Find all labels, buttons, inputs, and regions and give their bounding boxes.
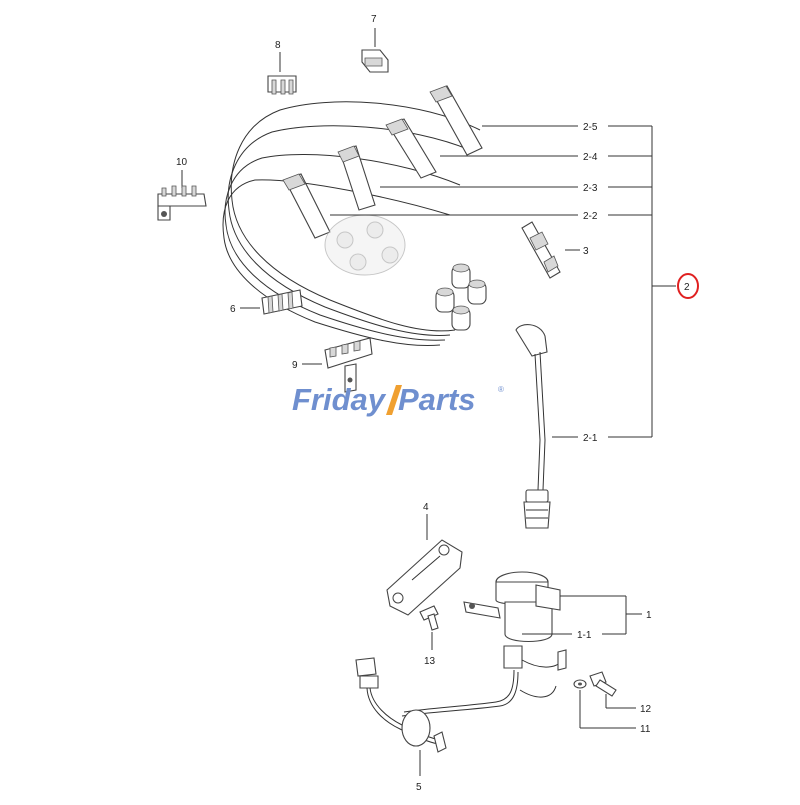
label-11: 11: [640, 724, 651, 735]
label-2-2: 2-2: [583, 211, 598, 222]
ignition-wire-set: [222, 85, 487, 346]
label-6: 6: [230, 304, 236, 315]
watermark-friday: Friday: [292, 382, 387, 417]
clip-part-6: [240, 289, 303, 315]
label-8: 8: [275, 40, 281, 51]
watermark-reg: ®: [498, 385, 504, 394]
label-12: 12: [640, 704, 652, 715]
boot-2-3: [337, 145, 376, 211]
watermark-parts: Parts: [398, 382, 476, 417]
label-13: 13: [424, 656, 436, 667]
boot-2-5: [429, 85, 483, 156]
label-7: 7: [371, 14, 377, 25]
label-10: 10: [176, 157, 188, 168]
label-1: 1: [646, 610, 652, 621]
label-3: 3: [583, 246, 589, 257]
callout-1-bracket: [522, 596, 642, 635]
watermark-slash-icon: [386, 385, 402, 415]
label-2-1: 2-1: [583, 433, 598, 444]
distributor-cap: [324, 214, 406, 276]
watermark: Friday Parts ®: [292, 382, 504, 417]
boot-2-4: [385, 118, 437, 179]
label-2-3: 2-3: [583, 183, 598, 194]
label-2-4: 2-4: [583, 152, 598, 163]
label-9: 9: [292, 360, 298, 371]
callout-2-bracket: [330, 125, 676, 438]
label-2-5: 2-5: [583, 122, 598, 133]
label-4: 4: [423, 502, 429, 513]
label-5: 5: [416, 782, 422, 793]
separator-part-10: [157, 170, 207, 221]
boot-2-2: [282, 173, 331, 239]
label-2: 2: [684, 282, 690, 293]
wiring-harness-part-5: [355, 645, 567, 776]
spark-plug-part-3: [521, 221, 580, 279]
label-1-1: 1-1: [577, 630, 592, 641]
coil-lead-part-2-1: [515, 324, 551, 529]
bracket-plate-part-4: [386, 514, 463, 616]
bolt-part-12: [589, 671, 636, 709]
clip-part-8: [267, 52, 297, 95]
bolt-part-13: [419, 605, 439, 650]
ignition-coil-part-1: [463, 571, 626, 642]
bracket-part-9: [302, 337, 373, 393]
washer-part-11: [573, 679, 636, 729]
wire-end-connectors: [435, 263, 487, 331]
clip-part-7: [361, 28, 389, 73]
highlight-circle: [677, 273, 699, 299]
